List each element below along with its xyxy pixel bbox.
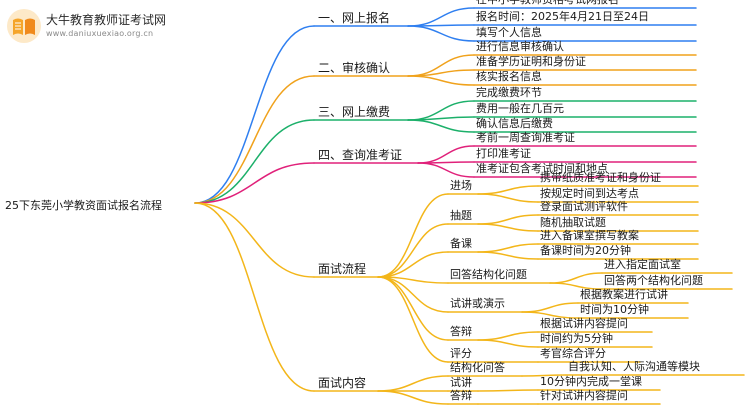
branch-node: 一、网上报名	[318, 11, 391, 25]
leaf-node: 进行信息审核确认	[476, 40, 564, 53]
leaf-node: 时间约为5分钟	[540, 332, 613, 345]
leaf-edge	[521, 374, 567, 377]
brand-name: 大牛教育教师证考试网	[46, 13, 167, 27]
leaf-edge	[477, 243, 539, 253]
leaf-node: 进入备课室撰写教案	[540, 229, 639, 242]
leaf-edge	[477, 389, 539, 392]
leaf-edge	[407, 69, 475, 77]
group-edge	[377, 251, 449, 278]
group-node: 抽题	[450, 209, 472, 222]
leaf-node: 按规定时间到达考点	[540, 187, 639, 200]
leaf-edge	[407, 25, 475, 42]
group-edge	[377, 276, 449, 341]
leaf-node: 回答两个结构化问题	[604, 274, 703, 287]
leaf-edge	[549, 282, 603, 290]
leaf-node: 准备学历证明和身份证	[476, 55, 586, 68]
group-node: 备课	[450, 237, 472, 250]
leaf-node: 登录面试测评软件	[540, 200, 628, 213]
leaf-node: 确认信息后缴费	[476, 117, 553, 130]
branch-edge	[194, 25, 315, 204]
leaf-node: 进入指定面试室	[604, 258, 681, 271]
leaf-edge	[477, 251, 539, 260]
leaf-node: 费用一般在几百元	[476, 102, 564, 115]
leaf-node: 备课时间为20分钟	[540, 244, 631, 257]
leaf-edge	[407, 7, 475, 27]
leaf-edge	[417, 162, 475, 178]
leaf-node: 考官综合评分	[540, 347, 606, 360]
brand-domain: www.daniuxuexiao.org.cn	[46, 29, 154, 38]
leaf-node: 针对试讲内容提问	[540, 389, 628, 402]
leaf-node: 随机抽取试题	[540, 216, 606, 229]
group-edge	[377, 193, 449, 278]
leaf-node: 携带纸质准考证和身份证	[540, 171, 661, 184]
leaf-edge	[477, 214, 539, 225]
leaf-edge	[521, 302, 579, 313]
leaf-node: 考前一周查询准考证	[476, 131, 575, 144]
book-logo-icon	[7, 9, 41, 43]
group-node: 试讲或演示	[450, 297, 505, 310]
branch-edge	[194, 202, 315, 392]
leaf-node: 报名时间：2025年4月21日至24日	[476, 10, 649, 23]
leaf-node: 在中小学教师资格考试网报名	[476, 0, 619, 6]
leaf-edge	[407, 119, 475, 133]
leaf-edge	[477, 223, 539, 232]
leaf-edge	[549, 272, 603, 284]
leaf-edge	[477, 331, 539, 341]
leaf-edge	[521, 311, 579, 319]
group-node: 答辩	[450, 325, 472, 338]
branch-edge	[194, 202, 315, 278]
branch-node: 二、审核确认	[318, 61, 391, 75]
group-edge	[377, 276, 449, 363]
group-edge	[377, 223, 449, 278]
leaf-edge	[477, 339, 539, 348]
group-node: 结构化问答	[450, 361, 505, 374]
leaf-node: 准考证包含考试时间和地点	[476, 162, 608, 175]
leaf-node: 核实报名信息	[476, 70, 542, 83]
leaf-node: 根据试讲内容提问	[540, 317, 628, 330]
group-node: 回答结构化问题	[450, 268, 527, 281]
group-edge	[377, 375, 449, 392]
leaf-node: 10分钟内完成一堂课	[540, 375, 642, 388]
leaf-node: 完成缴费环节	[476, 86, 542, 99]
leaf-node: 根据教案进行试讲	[580, 288, 668, 301]
root-node: 25下东莞小学教资面试报名流程	[5, 199, 162, 212]
branch-node: 三、网上缴费	[318, 105, 391, 119]
group-node: 试讲	[450, 376, 472, 389]
leaf-edge	[477, 185, 539, 195]
group-node: 答辩	[450, 389, 472, 402]
leaf-edge	[477, 193, 539, 203]
branch-node: 面试内容	[318, 376, 367, 390]
branch-edge	[194, 119, 315, 204]
brand-logo: 大牛教育教师证考试网 www.daniuxuexiao.org.cn	[6, 6, 236, 46]
branch-edge	[194, 75, 315, 204]
leaf-node: 时间为10分钟	[580, 303, 649, 316]
branch-node: 面试流程	[318, 262, 367, 276]
group-node: 评分	[450, 347, 472, 360]
leaf-node: 填写个人信息	[476, 26, 542, 39]
leaf-node: 自我认知、人际沟通等模块	[568, 360, 700, 373]
leaf-edge	[407, 75, 475, 86]
branch-node: 四、查询准考证	[318, 148, 403, 162]
leaf-edge	[407, 116, 475, 121]
group-edge	[377, 390, 449, 405]
branch-edge	[194, 162, 315, 204]
leaf-edge	[417, 145, 475, 164]
leaf-node: 打印准考证	[476, 147, 531, 160]
group-node: 进场	[450, 179, 472, 192]
